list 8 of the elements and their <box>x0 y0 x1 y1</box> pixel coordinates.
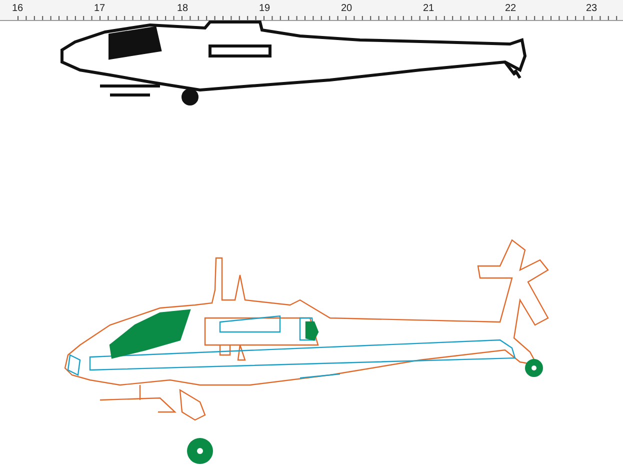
ruler-number: 17 <box>94 3 106 14</box>
ruler-number: 23 <box>586 3 598 14</box>
ruler-number: 20 <box>341 3 352 14</box>
ruler-number: 16 <box>12 3 24 14</box>
ruler-number: 18 <box>177 3 188 14</box>
ruler-number: 19 <box>259 3 270 14</box>
ruler-number: 21 <box>423 3 434 14</box>
ruler-number: 22 <box>505 3 516 14</box>
